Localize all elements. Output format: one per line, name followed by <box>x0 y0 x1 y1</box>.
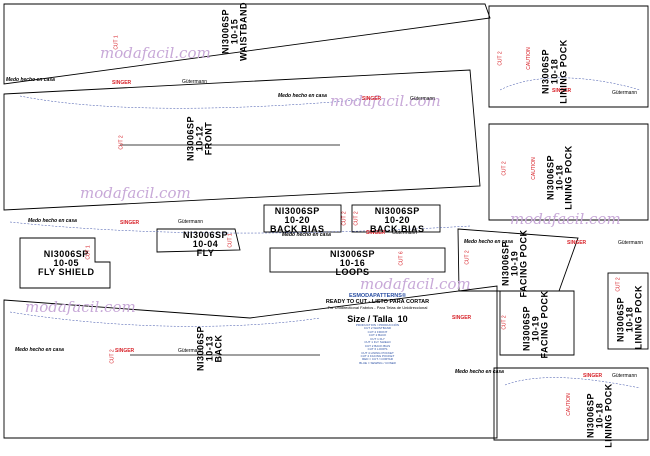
facing-piece-3 <box>607 272 649 350</box>
list-item: CUT 2 WAISTBAND <box>363 326 392 331</box>
cut-label: CUT 2 <box>497 51 504 66</box>
back-bias-piece-2 <box>351 204 441 233</box>
back-piece <box>3 285 498 439</box>
fabric-note: For Unidirectional Fabrics - Para Telas … <box>327 305 428 310</box>
cut-label: CUT 2 <box>341 211 348 226</box>
made-at-home-label: Medo hecho en casa <box>282 232 331 238</box>
watermark: modafacil.com <box>360 275 471 293</box>
lining-pocket-label: NI3006SP 10-18 LINING POCK <box>615 284 644 350</box>
singer-logo: SINGER <box>552 88 572 94</box>
pattern-sheet <box>3 3 649 441</box>
lining-piece-3 <box>493 367 649 441</box>
singer-logo: SINGER <box>452 315 472 321</box>
cut-label: CUT 1 <box>227 233 234 248</box>
gutermann-logo: Gütermann <box>178 348 204 354</box>
back-bias-piece-1 <box>263 204 342 233</box>
gutermann-logo: Gütermann <box>178 219 204 225</box>
list-item: CUT 1 FLY <box>370 336 385 341</box>
made-at-home-label: Medo hecho en casa <box>464 239 513 245</box>
watermark: modafacil.com <box>510 210 621 228</box>
back-label: NI3006SP 10-13 BACK <box>195 325 224 372</box>
cut-label: CUT 2 <box>615 277 622 292</box>
list-item: CUT 2 BACK BIAS <box>364 343 391 348</box>
loops-label: NI3006SP 10-16 LOOPS <box>330 249 376 277</box>
gutermann-logo: Gütermann <box>410 96 436 102</box>
caution-label: CAUTION <box>565 393 572 416</box>
list-item: BLUE = SEWING / COSER <box>359 360 396 365</box>
ready-to-cut-label: READY TO CUT - LISTO PARA CORTAR <box>325 299 430 305</box>
waistband-label: NI3006SP 10-15 WAISTBAND <box>220 2 249 61</box>
cut-label: CUT 2 <box>501 315 508 330</box>
facing-pocket-label: NI3006SP 10-19 FACING POCK <box>521 290 550 359</box>
lining-piece-1 <box>488 5 649 108</box>
made-at-home-label: Medo hecho en casa <box>6 77 55 83</box>
list-item: CUT 2 BACK <box>368 333 387 338</box>
made-at-home-label: Medo hecho en casa <box>15 347 64 353</box>
singer-logo: SINGER <box>115 348 135 354</box>
cut-label: CUT 2 <box>109 349 116 364</box>
list-item: CUT 2 FRONT <box>367 329 388 334</box>
singer-logo: SINGER <box>567 240 587 246</box>
front-label: NI3006SP 10-12 FRONT <box>185 115 214 162</box>
caution-label: CAUTION <box>530 157 537 180</box>
piece-list: PRODUCTION / PRODUCCIÓN CUT 2 WAISTBAND … <box>265 323 490 365</box>
waistband-piece <box>3 3 491 85</box>
list-item: CUT 4 LINING POCKET <box>361 350 394 355</box>
list-item: CUT 2 FACING POCKET <box>360 353 395 358</box>
size-heading: Size / Talla 10 <box>347 314 408 324</box>
facing-piece-2 <box>499 290 575 356</box>
made-at-home-label: Medo hecho en casa <box>278 93 327 99</box>
cut-label: CUT 2 <box>464 250 471 265</box>
list-item: CUT 1 FLY SHIELD <box>364 340 391 345</box>
back-bias-label: NI3006SP 10-20 BACK BIAS <box>370 206 425 234</box>
lining-pocket-label: NI3006SP 10-18 LINING POCK <box>545 145 574 210</box>
singer-logo: SINGER <box>583 373 603 379</box>
fly-label: NI3006SP 10-04 FLY <box>183 230 229 258</box>
gutermann-logo: Gütermann <box>618 240 644 246</box>
list-item: CUT 6 LOOPS <box>367 347 388 352</box>
front-piece <box>3 69 481 211</box>
cut-label: CUT 1 <box>113 35 120 50</box>
cut-label: CUT 2 <box>118 135 125 150</box>
loops-piece <box>269 247 446 273</box>
fly-piece <box>156 228 241 253</box>
singer-logo: SINGER <box>120 220 140 226</box>
singer-logo: SINGER <box>366 230 386 236</box>
lining-pocket-label: NI3006SP 10-18 LINING POCK <box>540 39 569 104</box>
caution-label: CAUTION <box>525 47 532 70</box>
watermark: modafacil.com <box>330 92 441 110</box>
list-item: RED = CUT / CORTAR <box>362 357 393 362</box>
made-at-home-label: Medo hecho en casa <box>455 369 504 375</box>
made-at-home-label: Medo hecho en casa <box>28 218 77 224</box>
singer-logo: SINGER <box>112 80 132 86</box>
fly-shield-label: NI3006SP 10-05 FLY SHIELD <box>38 249 95 277</box>
list-item: PRODUCTION / PRODUCCIÓN <box>355 323 400 327</box>
back-bias-label: NI3006SP 10-20 BACK BIAS <box>270 206 325 234</box>
facing-pocket-label: NI3006SP 10-19 FACING POCK <box>500 229 529 298</box>
pattern-info-block: ESMODAPATTERNS® READY TO CUT - LISTO PAR… <box>265 293 490 365</box>
gutermann-logo: Gütermann <box>612 90 638 96</box>
fly-shield-piece <box>19 237 111 289</box>
lining-piece-2 <box>488 123 649 221</box>
cut-label: CUT 2 <box>501 161 508 176</box>
gutermann-logo: Gütermann <box>392 230 418 236</box>
watermark: modafacil.com <box>80 184 191 202</box>
brand-label: ESMODAPATTERNS® <box>348 293 407 299</box>
cut-label: CUT 2 <box>353 211 360 226</box>
watermark: modafacil.com <box>100 44 211 62</box>
cut-label: CUT 1 <box>85 245 92 260</box>
gutermann-logo: Gütermann <box>612 373 638 379</box>
cut-label: CUT 6 <box>398 251 405 266</box>
singer-logo: SINGER <box>362 96 382 102</box>
gutermann-logo: Gütermann <box>182 79 208 85</box>
watermark: modafacil.com <box>25 298 136 316</box>
